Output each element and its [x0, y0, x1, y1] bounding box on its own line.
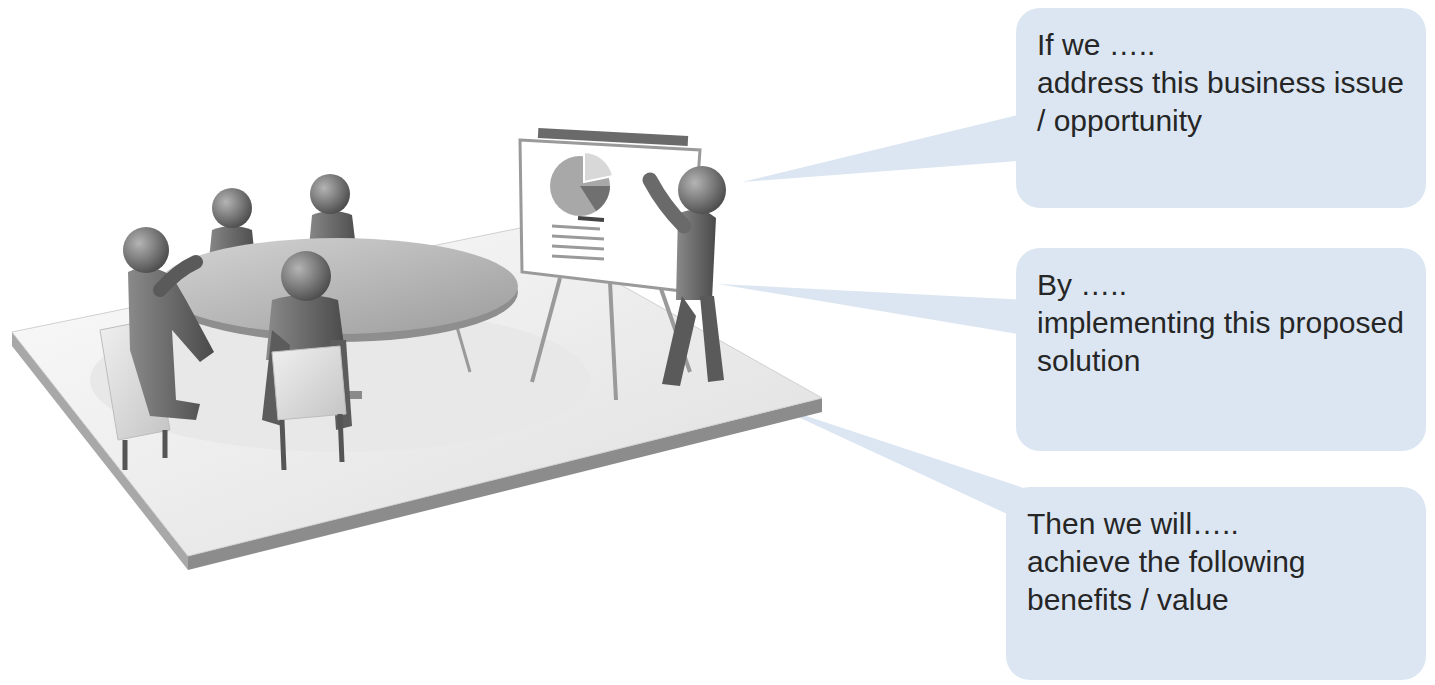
callout-lead: If we …..	[1037, 26, 1406, 64]
chair-leg	[125, 430, 165, 470]
flip-chart-bar	[538, 128, 688, 146]
person-head	[123, 227, 169, 273]
callout-text: achieve the following benefits / value	[1027, 543, 1406, 619]
callout-bubble: By …..implementing this proposed solutio…	[1016, 248, 1426, 451]
chair	[272, 346, 346, 420]
callout-text: address this business issue / opportunit…	[1037, 64, 1406, 140]
callout-bubble: If we …..address this business issue / o…	[1016, 8, 1426, 208]
callout-lead: Then we will…..	[1027, 505, 1406, 543]
chair-leg	[282, 414, 342, 470]
callout-bubble: Then we will…..achieve the following ben…	[1006, 487, 1426, 680]
callout-text: implementing this proposed solution	[1037, 304, 1406, 380]
callout-tail	[742, 112, 1030, 182]
callout-tail	[718, 284, 1030, 336]
presenter-head	[678, 166, 726, 214]
person-body	[128, 268, 214, 420]
person-arm	[160, 262, 196, 290]
person-head	[212, 188, 252, 228]
callout-lead: By …..	[1037, 266, 1406, 304]
presenter-legs	[662, 296, 724, 386]
person-head	[310, 174, 350, 214]
chart-lines	[552, 226, 604, 259]
chart-lines	[578, 218, 604, 220]
pie-slice	[584, 152, 613, 182]
person-head	[281, 251, 331, 301]
pie-slice	[580, 186, 610, 211]
flip-chart	[520, 140, 700, 292]
